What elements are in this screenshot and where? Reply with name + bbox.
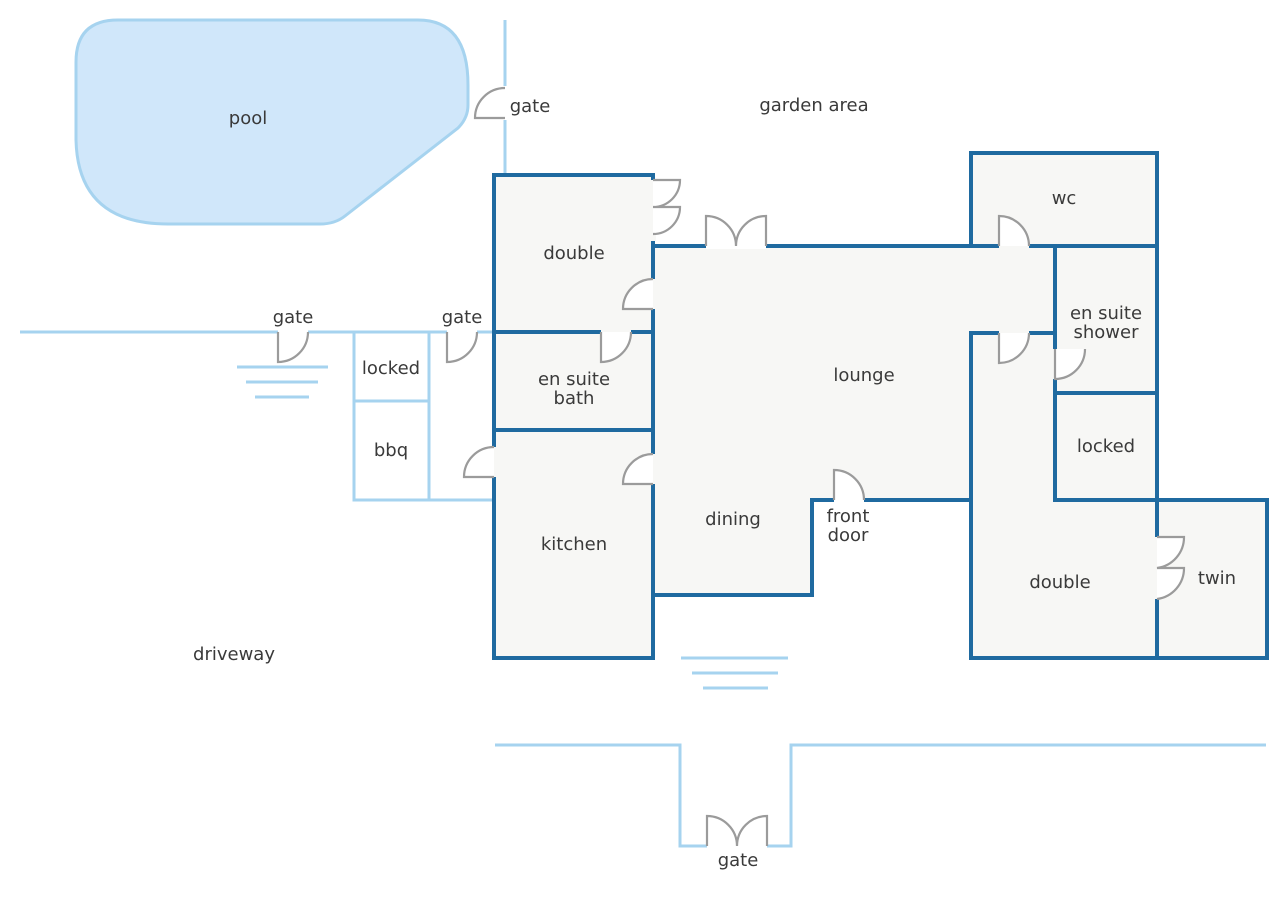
label-gate-bottom: gate <box>718 850 759 871</box>
label-garden-area: garden area <box>759 95 868 116</box>
label-front-door-2: door <box>828 525 869 546</box>
label-bbq: bbq <box>374 440 408 461</box>
label-en-suite-shower-2: shower <box>1074 322 1140 343</box>
label-front-door-1: front <box>827 506 870 527</box>
pool <box>74 18 470 226</box>
label-lounge: lounge <box>833 365 894 386</box>
label-dining: dining <box>705 509 761 530</box>
label-en-suite-shower-1: en suite <box>1070 303 1142 324</box>
steps <box>237 365 788 690</box>
labels: pool garden area gate gate gate gate loc… <box>193 95 1236 871</box>
label-locked-right: locked <box>1077 436 1135 457</box>
walls <box>492 151 1269 660</box>
label-double-top: double <box>543 243 604 264</box>
label-wc: wc <box>1052 188 1077 209</box>
label-pool: pool <box>229 108 267 129</box>
label-twin: twin <box>1198 568 1236 589</box>
label-en-suite-bath-2: bath <box>554 388 595 409</box>
label-gate-left: gate <box>273 307 314 328</box>
room-fills <box>494 153 1267 658</box>
label-kitchen: kitchen <box>541 534 607 555</box>
door-swings <box>276 86 1186 847</box>
label-gate-top: gate <box>510 96 551 117</box>
label-driveway: driveway <box>193 644 275 665</box>
label-gate-mid: gate <box>442 307 483 328</box>
label-en-suite-bath-1: en suite <box>538 369 610 390</box>
site-boundaries <box>20 20 1266 848</box>
label-double-right: double <box>1029 572 1090 593</box>
label-locked-left: locked <box>362 358 420 379</box>
